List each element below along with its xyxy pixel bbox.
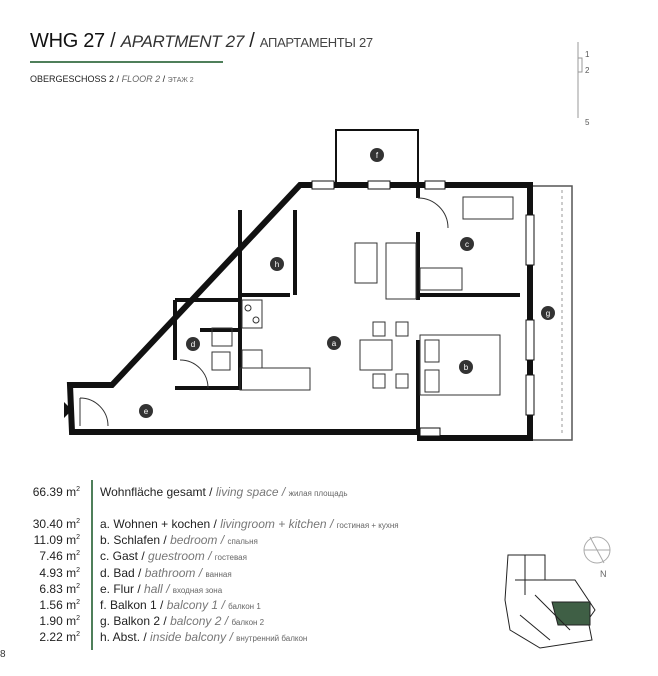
floor-indicator-lines [577,42,583,118]
area-value: 30.40 m2 [32,517,80,531]
compass-icon [583,536,611,564]
compass-north: N [600,569,607,579]
room-marker-b [459,360,473,374]
area-value: 66.39 m2 [32,485,80,499]
area-value: 11.09 m2 [33,533,80,548]
page-number: 8 [0,649,6,660]
room-marker-g [541,306,555,320]
room-name: d. Bad / bathroom / ванная [100,565,232,580]
floor-2: 2 [585,66,590,75]
room-label: f [376,151,379,160]
room-name: Wohnfläche gesamt / living space / жилая… [100,485,348,499]
title-ru: АПАРТАМЕНТЫ 27 [259,35,373,50]
room-label: h [275,260,279,269]
entrance-arrow-icon [64,402,72,418]
room-label: e [144,407,149,416]
room-name: g. Balkon 2 / balcony 2 / балкон 2 [100,614,265,629]
floor-de: OBERGESCHOSS 2 [30,74,115,84]
room-label: d [191,340,195,349]
floor-en: FLOOR 2 [121,74,161,84]
apartment-title: WHG 27 / APARTMENT 27 / АПАРТАМЕНТЫ 27 [30,30,373,53]
separator: / [249,30,255,52]
separator: / [162,74,166,84]
separator: / [116,74,120,84]
legend-divider [91,480,93,650]
room-label: c [465,240,469,249]
separator: / [110,30,116,52]
furniture [79,196,514,427]
area-value: 6.83 m2 [39,581,80,596]
area-value: 7.46 m2 [39,549,80,564]
room-marker-a [327,336,341,350]
title-de: WHG 27 [30,30,105,52]
area-value: 1.56 m2 [39,598,80,612]
area-value: 4.93 m2 [39,565,80,580]
room-name: a. Wohnen + kochen / livingroom + kitche… [100,517,399,531]
room-name: b. Schlafen / bedroom / спальня [100,533,258,548]
room-marker-d [186,337,200,351]
floor-ru: ЭТАЖ 2 [167,77,194,84]
room-name: h. Abst. / inside balcony / внутренний б… [100,630,308,645]
room-name: e. Flur / hall / входная зона [100,581,223,596]
floor-subtitle: OBERGESCHOSS 2 / FLOOR 2 / ЭТАЖ 2 [30,74,194,84]
room-marker-h [270,257,284,271]
room-marker-c [460,237,474,251]
room-marker-e [139,404,153,418]
floor-plan: a b c d e f g h [64,42,583,441]
floor-5: 5 [585,118,590,127]
room-name: c. Gast / guestroom / гостевая [100,549,247,564]
title-en: APARTMENT 27 [120,32,245,51]
room-label: a [332,339,337,348]
interior-walls [173,185,520,432]
room-label: g [546,309,550,318]
room-name: f. Balkon 1 / balcony 1 / балкон 1 [100,598,261,612]
outer-walls [66,182,533,441]
title-underline [30,61,223,63]
site-keymap: N [504,536,611,649]
room-marker-f [370,148,384,162]
area-value: 2.22 m2 [39,630,80,645]
windows [311,180,535,437]
room-markers: a b c d e f g h [139,148,555,418]
floor-1: 1 [585,50,590,59]
area-value: 1.90 m2 [39,614,80,629]
room-label: b [464,363,469,372]
